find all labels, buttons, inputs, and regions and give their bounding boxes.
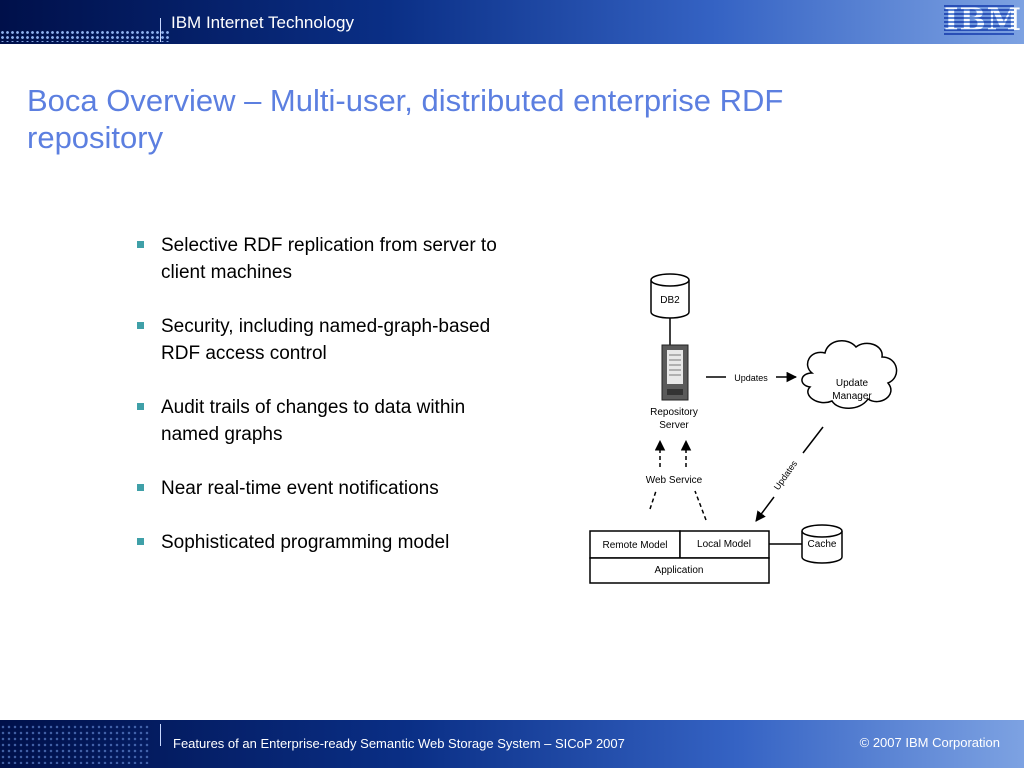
- bullet-item: Audit trails of changes to data within n…: [135, 394, 515, 448]
- web-service-link-right: [694, 490, 707, 521]
- architecture-diagram: DB2 Repository Server Updates Update Man…: [589, 273, 898, 584]
- bullet-square-icon: [137, 241, 144, 248]
- footer-presentation-title: Features of an Enterprise-ready Semantic…: [173, 736, 625, 751]
- bullet-square-icon: [137, 538, 144, 545]
- update-manager-cloud-icon: [801, 340, 898, 409]
- updates-label-diagonal: Updates: [772, 458, 800, 492]
- bullet-square-icon: [137, 484, 144, 491]
- header-separator: [160, 18, 161, 42]
- cache-database-icon: Cache: [801, 524, 843, 564]
- footer-copyright: © 2007 IBM Corporation: [859, 735, 1000, 750]
- bullet-item: Security, including named-graph-based RD…: [135, 313, 515, 367]
- repository-server-label-1: Repository: [650, 407, 698, 418]
- local-model-label: Local Model: [697, 539, 751, 550]
- footer-dot-pattern: [0, 724, 150, 764]
- updates-label-top: Updates: [734, 373, 768, 383]
- bullet-square-icon: [137, 322, 144, 329]
- bullet-item: Selective RDF replication from server to…: [135, 232, 515, 286]
- updates-diagonal-arrow: [755, 496, 775, 522]
- updates-diagonal-line-top: [802, 426, 824, 454]
- bullet-square-icon: [137, 403, 144, 410]
- web-service-link-left: [649, 490, 657, 510]
- update-manager-label-1: Update: [836, 378, 869, 389]
- ibm-logo: IBM: [944, 2, 1023, 38]
- bullet-item: Near real-time event notifications: [135, 475, 515, 502]
- application-box: [589, 557, 770, 584]
- application-label: Application: [655, 565, 704, 576]
- bullet-item: Sophisticated programming model: [135, 529, 515, 556]
- repository-server-label-2: Server: [659, 420, 689, 431]
- db2-database-icon: DB2: [650, 273, 690, 319]
- server-icon: [661, 344, 689, 401]
- bullet-list: Selective RDF replication from server to…: [135, 232, 515, 583]
- header-title: IBM Internet Technology: [171, 13, 355, 32]
- web-service-label: Web Service: [646, 475, 703, 486]
- header-bar: IBM Internet Technology IBM: [0, 0, 1024, 44]
- slide-title: Boca Overview – Multi-user, distributed …: [27, 83, 784, 155]
- footer-separator: [160, 724, 161, 746]
- db2-label: DB2: [660, 295, 680, 306]
- remote-model-label: Remote Model: [602, 540, 667, 551]
- update-manager-label-2: Manager: [832, 391, 872, 402]
- cache-label: Cache: [808, 539, 837, 550]
- header-dot-pattern: [0, 30, 170, 42]
- footer-bar: Features of an Enterprise-ready Semantic…: [0, 720, 1024, 768]
